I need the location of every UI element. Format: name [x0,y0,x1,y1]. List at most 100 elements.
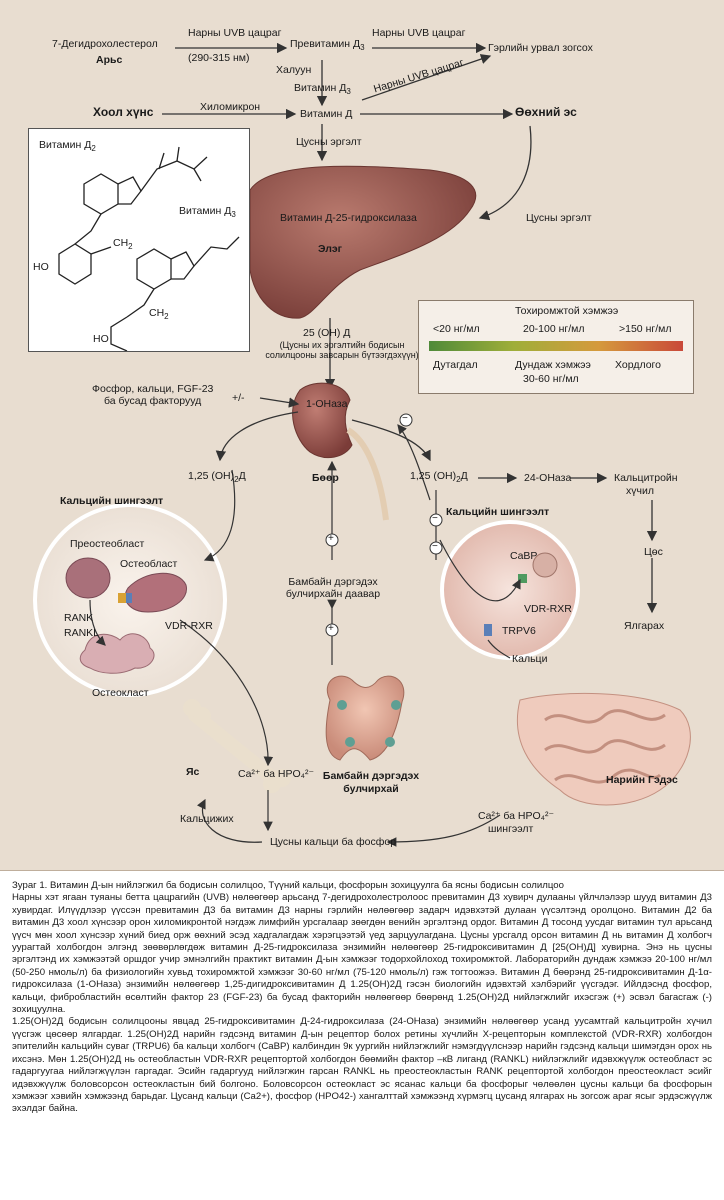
rank-marker [118,593,126,603]
reference-range-legend: Тохиромжтой хэмжээ <20 нг/мл 20-100 нг/м… [418,300,694,394]
legend-mid: 20-100 нг/мл [523,323,585,335]
arrow-kidney-right [351,419,431,462]
calcitriol-left-label: 1,25 (OH)2Д [188,470,246,485]
minus-text-1: − [432,513,438,524]
ch2-label-2: CH2 [149,307,169,322]
arrow-factors [259,397,300,408]
vdr-rxr-bone-label: VDR-RXR [165,620,213,632]
thyroid-name-1: Бамбайн дэргэдэх [322,770,420,782]
parathyroid-4 [385,737,395,747]
parathyroid-2 [391,700,401,710]
osteoclast-label: Остеокласт [92,687,149,699]
arrow-to-bone-panel [203,469,236,562]
pth-label-2: булчирхайн даавар [285,588,381,600]
arrow-uvb-vitd3 [361,54,492,101]
food-label: Хоол хүнс [93,105,154,119]
vdr-rxr-gut-label: VDR-RXR [524,603,572,615]
parathyroid-3 [345,737,355,747]
liver-name-label: Элэг [318,243,343,255]
caption-title: Зураг 1. Витамин Д-ын нийлэгжил ба бодис… [12,880,564,891]
legend-toxic: Хордлого [615,359,661,371]
rankl-label: RANKL [64,627,100,639]
blood-circulation-label-2: Цусны эргэлт [526,212,592,224]
minus-sign-3 [429,541,443,555]
arrow-kidney-left [215,411,299,462]
thyroid-gland [325,675,405,761]
plus-text-2: + [328,623,334,634]
25ohd-note-1: (Цусны их эргэлтийн бодисын [279,340,405,350]
osteoblast-cell [124,572,187,613]
uvb-label-2: Нарны UVB цацраг [372,27,466,39]
factors-label-1: Фосфор, кальци, FGF-23 [92,383,214,395]
vitamin-d2-struct-label: Витамин Д2 [39,139,96,154]
skin-label: Арьс [96,54,123,66]
legend-average: Дундаж хэмжээ [515,359,591,371]
blood-calcium-label: Цусны кальци ба фосфор [270,836,397,848]
bile-label: Цөс [644,546,663,558]
minus-sign-1 [429,513,443,527]
ho-label-1: HO [33,261,49,273]
ho-label-2: HO [93,333,109,345]
gut-ca-hpo-label: Ca²⁺ ба HPO₄²⁻ [478,810,554,822]
ca-hpo-label-left: Ca²⁺ ба HPO₄²⁻ [238,768,314,780]
arrow-to-osteoclast [89,599,106,646]
osteoclast-cell [79,633,155,674]
25ohd-note-2: солилцооны завсарын бүтээгдэхүүн) [265,350,419,360]
legend-low: <20 нг/мл [433,323,480,335]
arrow-fat-to-liver [478,125,532,221]
ureter-shape [346,427,389,521]
liver-enzyme-label: Витамин Д-25-гидроксилаза [280,212,417,224]
uvb-label-1: Нарны UVB цацраг [188,27,282,39]
legend-deficient: Дутагдал [433,359,478,371]
figure-graphics [33,42,691,847]
preosteoblast-label: Преостеобласт [70,538,145,550]
plus-sign-1 [325,533,339,547]
kidney-name-label: Бөөр [312,472,339,484]
25ohd-label: 25 (ОН) Д [303,327,351,339]
previtamin-label: Превитамин Д3 [290,38,365,53]
rankl-marker [126,593,132,603]
osteoblast-label: Остеобласт [120,558,178,570]
arrow-gut-to-blood [386,814,501,847]
legend-average-range: 30-60 нг/мл [523,373,579,385]
small-intestine-label: Нарийн Гэдэс [606,774,678,786]
24ohase-label: 24-ОНаза [524,472,572,484]
legend-gradient-bar [429,341,683,351]
arrow-to-vdr [439,539,521,602]
nucleus-shape [532,552,558,578]
kidney-organ [292,382,353,459]
light-inactivation-label: Гэрлийн урвал зогсох [488,42,593,54]
calcium-entry [487,639,511,659]
gut-absorption-title: Кальцийн шингээлт [446,506,550,518]
arrow-osteoclast-to-ca [179,619,274,767]
caption-paragraph-2: 1.25(ОН)2Д бодисын солилцооны явцад 25-г… [12,1016,712,1115]
intestine-shape [516,692,691,806]
arrow-blood-to-bone [196,798,263,843]
calcitroic-label-2: хүчил [626,485,654,497]
fat-cell-label: Өөхний эс [515,105,577,119]
bone-label: Яс [186,766,200,778]
structure-drawing [58,146,240,351]
calcitriol-right-label: 1,25 (OH)2Д [410,470,468,485]
pth-label-1: Бамбайн дэргэдэх [288,576,378,588]
parathyroid-1 [337,700,347,710]
vitamin-d-label: Витамин Д [300,108,353,120]
preosteoblast-cell [65,557,111,599]
calcitroic-label-1: Кальцитройн [614,472,678,484]
gut-absorption-label: шингээлт [488,823,534,835]
calcium-label: Кальци [512,653,548,665]
minus-sign-2 [399,413,413,427]
bone-absorption-title: Кальцийн шингээлт [60,495,164,507]
vitamin-d3-struct-label: Витамин Д3 [179,205,236,220]
cabp-marker [518,574,527,583]
ch2-label-1: CH2 [113,237,133,252]
figure-caption: Зураг 1. Витамин Д-ын нийлэгжил ба бодис… [12,880,712,1116]
plus-sign-2 [325,623,339,637]
legend-title: Тохиромжтой хэмжээ [515,305,619,317]
thyroid-name-2: булчирхай [343,783,399,795]
1ohase-label: 1-ОНаза [306,398,348,410]
chemical-structure-box: Витамин Д2 Витамин Д3 HO HO CH2 CH2 [28,128,250,352]
liver-organ [249,165,477,319]
factors-label-2: ба бусад факторууд [104,395,202,407]
minus-text-3: − [432,541,438,552]
